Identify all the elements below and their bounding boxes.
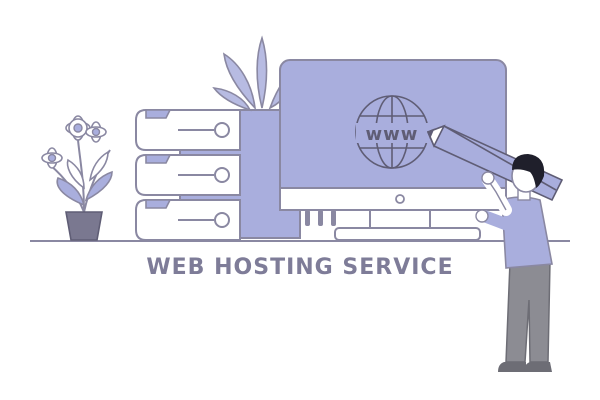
service-caption: WEB HOSTING SERVICE	[146, 255, 454, 280]
screen-www-text: www	[366, 124, 419, 145]
server-rack-icon	[135, 109, 301, 241]
person-icon	[475, 154, 553, 372]
leaf-icon	[212, 35, 302, 112]
plant-icon	[41, 115, 113, 241]
